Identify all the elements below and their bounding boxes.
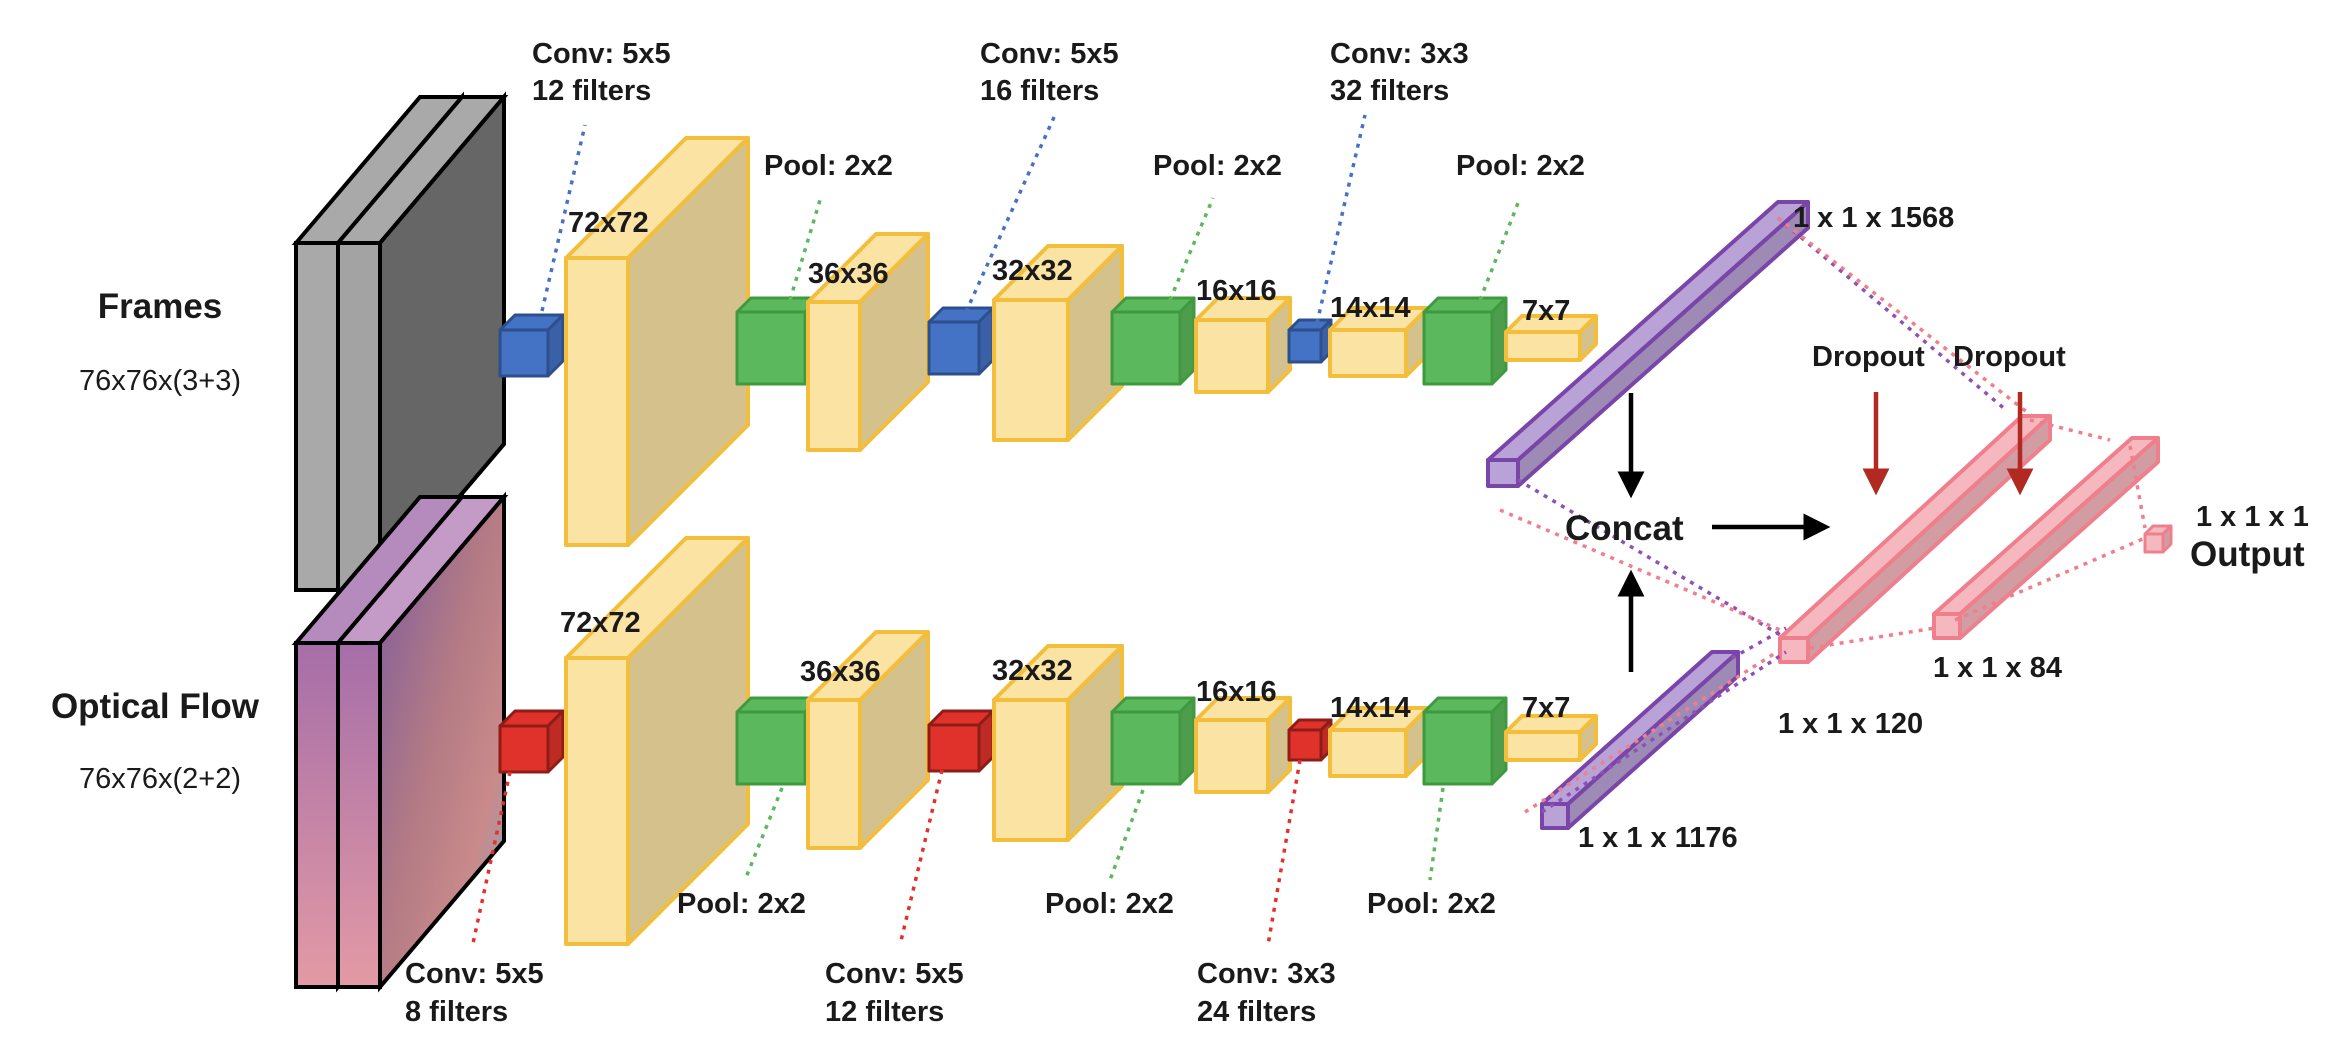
top-fm4-size: 16x16 [1196,275,1277,307]
top-branch-labels: Conv: 5x5 12 filters 72x72 Pool: 2x2 36x… [532,38,1954,327]
concat-label: Concat [1565,509,1684,548]
optical-flow-input-stack [291,491,509,993]
bottom-fm4-size: 16x16 [1196,676,1277,708]
bottom-branch-labels: Conv: 5x5 8 filters 72x72 Pool: 2x2 36x3… [405,607,1738,1028]
output-node [2143,524,2173,554]
top-vector-size: 1 x 1 x 1568 [1793,202,1954,234]
bottom-fm6-size: 7x7 [1522,692,1570,724]
bottom-conv3-block [1287,718,1333,762]
dropout2-label: Dropout [1953,341,2066,373]
frames-title: Frames [98,287,223,326]
top-conv1-label: Conv: 5x5 [532,38,671,70]
fc1-dense [1778,414,2052,664]
flow-dims: 76x76x(2+2) [79,763,241,795]
bottom-conv1-label: Conv: 5x5 [405,958,544,990]
bottom-pool3-label: Pool: 2x2 [1367,888,1496,920]
dotted-leaders [470,114,1522,949]
top-conv3-block [1287,318,1333,364]
bottom-fm2-block [806,630,930,850]
bottom-fm3-size: 32x32 [992,655,1073,687]
top-fm5-size: 14x14 [1330,292,1411,324]
top-pool3-block [1422,296,1508,386]
top-conv1-filters: 12 filters [532,75,651,107]
fc1-size: 1 x 1 x 120 [1778,708,1923,740]
head-labels: Concat Dropout Dropout 1 x 1 x 120 1 x 1… [1565,341,2309,740]
bottom-conv2-filters: 12 filters [825,996,944,1028]
top-pool2-block [1110,296,1196,386]
bottom-vector-size: 1 x 1 x 1176 [1578,822,1738,854]
bottom-conv2-label: Conv: 5x5 [825,958,964,990]
top-fm3-size: 32x32 [992,255,1073,287]
concat-arrows [1617,393,1831,672]
input-labels: Frames 76x76x(3+3) Optical Flow 76x76x(2… [51,287,260,795]
top-pool3-label: Pool: 2x2 [1456,150,1585,182]
bottom-fm4-block [1194,696,1292,794]
bottom-conv1-filters: 8 filters [405,996,508,1028]
top-flat-vector [1486,200,1810,488]
bottom-conv1-block [498,709,565,774]
bottom-pool2-block [1110,696,1196,786]
top-fm3-block [992,244,1124,442]
dropout1-label: Dropout [1812,341,1925,373]
bottom-conv2-block [927,709,995,773]
bottom-pool2-label: Pool: 2x2 [1045,888,1174,920]
bottom-fm5-size: 14x14 [1330,692,1411,724]
top-conv3-filters: 32 filters [1330,75,1449,107]
top-conv2-filters: 16 filters [980,75,1099,107]
bottom-fm2-size: 36x36 [800,656,881,688]
top-pool1-label: Pool: 2x2 [764,150,893,182]
top-fm2-block [806,232,930,452]
output-dims: 1 x 1 x 1 [2196,501,2309,533]
bottom-pool3-block [1422,696,1508,786]
frames-dims: 76x76x(3+3) [79,365,241,397]
bottom-fm3-block [992,644,1124,842]
fc2-size: 1 x 1 x 84 [1933,652,2062,684]
bottom-fm1-block [564,536,750,946]
bottom-pool1-label: Pool: 2x2 [677,888,806,920]
flow-title: Optical Flow [51,687,260,726]
top-conv3-label: Conv: 3x3 [1330,38,1469,70]
top-fm1-block [564,136,750,547]
dropout-arrows [1862,392,2034,496]
bottom-conv3-label: Conv: 3x3 [1197,958,1336,990]
bottom-conv3-filters: 24 filters [1197,996,1316,1028]
top-conv2-label: Conv: 5x5 [980,38,1119,70]
top-conv2-block [927,306,995,376]
bottom-fm6-block [1504,714,1598,762]
output-label: Output [2190,535,2305,574]
frames-input-stack [291,91,509,596]
bottom-fm5-block [1328,706,1430,778]
top-conv1-block [498,313,565,378]
top-fm1-size: 72x72 [568,207,649,239]
top-fm6-block [1504,314,1598,362]
top-fm4-block [1194,296,1292,394]
top-fm2-size: 36x36 [808,258,889,290]
bottom-fm1-size: 72x72 [560,607,641,639]
layer-blocks [498,136,2173,946]
top-pool2-label: Pool: 2x2 [1153,150,1282,182]
top-fm6-size: 7x7 [1522,295,1570,327]
fc2-dense [1932,436,2160,640]
